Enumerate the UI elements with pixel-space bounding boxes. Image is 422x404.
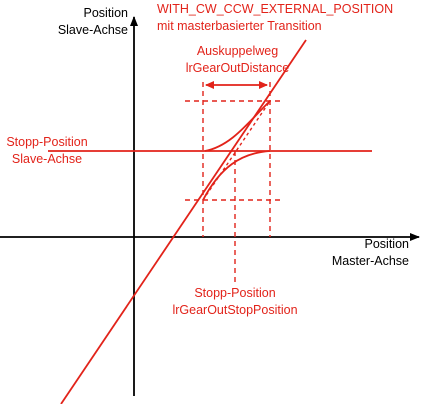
tangent-dotted-line [202,100,271,201]
master-position-line [60,39,307,404]
transition-curve-upper [204,100,271,152]
y-axis-label-line2: Slave-Achse [57,23,128,37]
master-stop-line2: lrGearOutStopPosition [172,303,298,317]
y-axis-label: Position Slave-Achse [40,5,128,39]
diagram-title-line2: mit masterbasierter Transition [157,19,322,33]
transition-curve-lower [202,150,271,201]
gear-out-distance-line2: lrGearOutDistance [185,61,290,75]
x-axis-label-line1: Position [364,237,409,251]
x-axis-label-line2: Master-Achse [331,254,409,268]
slave-stop-line1: Stopp-Position [6,135,88,149]
slave-stop-position-label: Stopp-Position Slave-Achse [2,134,92,168]
gear-out-distance-label: Auskuppelweg lrGearOutDistance [160,43,315,77]
slave-stop-line2: Slave-Achse [11,152,83,166]
master-stop-line1: Stopp-Position [194,286,276,300]
gear-out-distance-line1: Auskuppelweg [196,44,279,58]
diagram-title: WITH_CW_CCW_EXTERNAL_POSITION mit master… [157,1,393,35]
y-axis-label-line1: Position [83,6,128,20]
x-axis-label: Position Master-Achse [310,236,409,270]
diagram-title-line1: WITH_CW_CCW_EXTERNAL_POSITION [157,2,394,16]
master-stop-position-label: Stopp-Position lrGearOutStopPosition [160,285,310,319]
